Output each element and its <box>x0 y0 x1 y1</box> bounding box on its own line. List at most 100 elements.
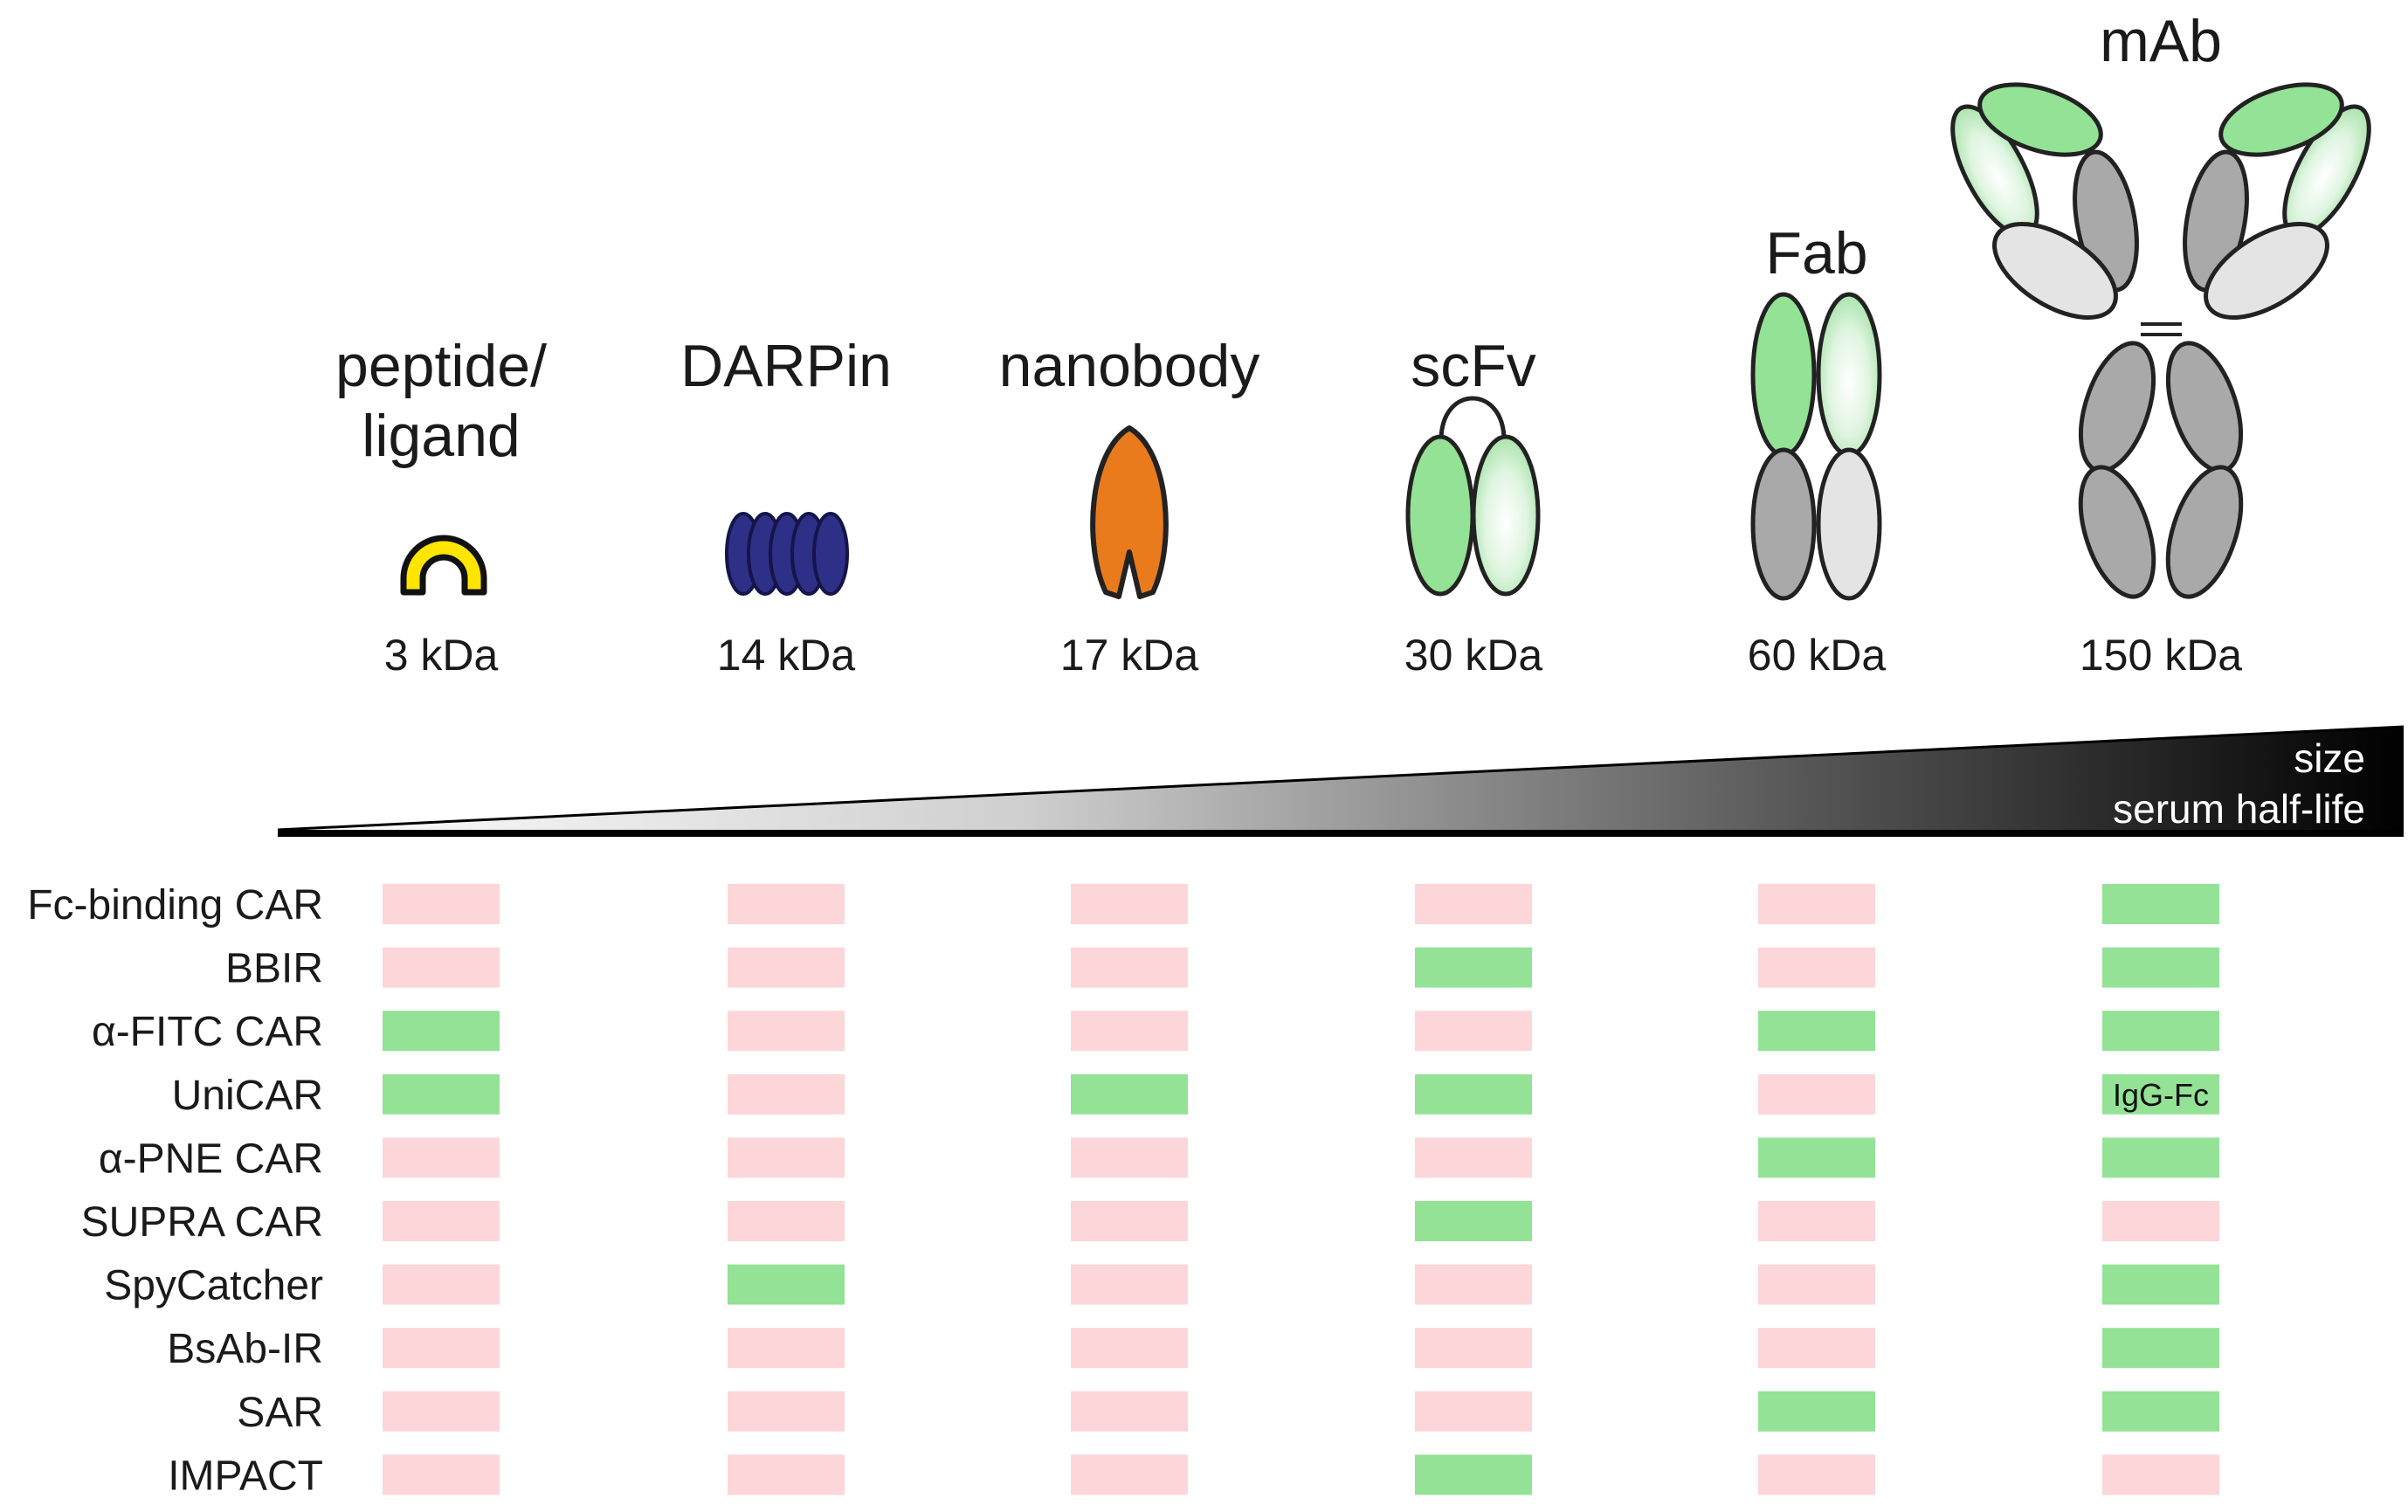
matrix-cell-compatible <box>728 1264 845 1305</box>
matrix-cell-compatible <box>2102 1264 2219 1305</box>
matrix-cell-not-compatible <box>1415 1328 1532 1369</box>
mass-darpin: 14 kDa <box>717 631 856 680</box>
row-label: BBIR <box>225 946 323 992</box>
matrix-cell-note: IgG-Fc <box>2113 1077 2209 1113</box>
matrix-cell-not-compatible <box>1071 1264 1188 1305</box>
matrix-cell-not-compatible <box>1415 884 1532 924</box>
mass-fab: 60 kDa <box>1748 631 1887 680</box>
matrix-row: Fc-binding CAR <box>27 882 2219 929</box>
row-label: α-PNE CAR <box>99 1136 323 1182</box>
matrix-cell-not-compatible <box>383 1137 500 1178</box>
matrix-cell-compatible <box>2102 1391 2219 1432</box>
matrix-cell-not-compatible <box>1758 1328 1875 1369</box>
row-label: α-FITC CAR <box>92 1009 323 1055</box>
matrix-cell-compatible <box>2102 1011 2219 1052</box>
matrix-cell-not-compatible <box>1071 947 1188 988</box>
format-name-scfv: scFv <box>1411 333 1536 399</box>
matrix-cell-not-compatible <box>1071 1011 1188 1052</box>
matrix-cell-not-compatible <box>383 947 500 988</box>
matrix-cell-not-compatible <box>1758 1074 1875 1115</box>
matrix-cell-not-compatible <box>1071 1201 1188 1241</box>
matrix-cell-compatible <box>2102 1328 2219 1369</box>
mass-peptide: 3 kDa <box>384 631 499 680</box>
matrix-cell-not-compatible <box>1071 884 1188 924</box>
matrix-row: α-FITC CAR <box>92 1009 2219 1055</box>
row-label: IMPACT <box>168 1453 323 1499</box>
matrix-row: BBIR <box>225 946 2219 992</box>
matrix-cell-not-compatible <box>2102 1201 2219 1241</box>
matrix-cell-not-compatible <box>728 1454 845 1495</box>
matrix-cell-not-compatible <box>1415 1137 1532 1178</box>
matrix-row: SpyCatcher <box>104 1263 2219 1309</box>
matrix-cell-compatible <box>383 1011 500 1052</box>
matrix-cell-compatible <box>2102 947 2219 988</box>
matrix-cell-not-compatible <box>383 1454 500 1495</box>
peptide-arc-icon <box>400 535 487 596</box>
matrix-cell-compatible <box>1758 1011 1875 1052</box>
matrix-row: SAR <box>237 1390 2219 1436</box>
matrix-cell-not-compatible <box>2102 1454 2219 1495</box>
mass-nanobody: 17 kDa <box>1060 631 1199 680</box>
gradient-label-half-life: serum half-life <box>2113 786 2365 832</box>
format-name-peptide-line1: peptide/ <box>335 333 547 399</box>
matrix-cell-not-compatible <box>1758 1201 1875 1241</box>
format-name-peptide-line2: ligand <box>362 403 521 469</box>
matrix-cell-compatible <box>1758 1137 1875 1178</box>
matrix-cell-not-compatible <box>728 884 845 924</box>
row-label: Fc-binding CAR <box>27 882 323 929</box>
format-name-mab: mAb <box>2100 8 2222 74</box>
matrix-cell-not-compatible <box>1758 1454 1875 1495</box>
size-half-life-gradient-bar: size serum half-life <box>277 725 2405 837</box>
matrix-cell-not-compatible <box>728 1137 845 1178</box>
matrix-cell-compatible <box>2102 1074 2219 1115</box>
format-name-nanobody: nanobody <box>999 333 1260 399</box>
matrix-cell-not-compatible <box>1758 1264 1875 1305</box>
matrix-cell-compatible <box>1415 1201 1532 1241</box>
matrix-cell-not-compatible <box>728 1074 845 1115</box>
matrix-cell-not-compatible <box>728 1201 845 1241</box>
matrix-cell-compatible <box>2102 1137 2219 1178</box>
matrix-row: SUPRA CAR <box>81 1199 2219 1246</box>
row-label: SUPRA CAR <box>81 1199 323 1246</box>
matrix-cell-not-compatible <box>1415 1391 1532 1432</box>
matrix-cell-compatible <box>1071 1074 1188 1115</box>
matrix-cell-not-compatible <box>1071 1328 1188 1369</box>
row-label: SpyCatcher <box>104 1263 323 1309</box>
darpin-repeat-icon <box>725 512 849 596</box>
matrix-cell-not-compatible <box>383 1328 500 1369</box>
matrix-cell-compatible <box>1415 1074 1532 1115</box>
antibody-icon <box>1950 82 2371 599</box>
matrix-cell-not-compatible <box>1071 1137 1188 1178</box>
format-masses: 3 kDa 14 kDa 17 kDa 30 kDa 60 kDa 150 kD… <box>384 631 2243 680</box>
matrix-cell-compatible <box>383 1074 500 1115</box>
format-name-darpin: DARPin <box>680 333 892 399</box>
fab-icon <box>1750 292 1882 601</box>
gradient-label-size: size <box>2294 735 2365 781</box>
scfv-icon <box>1405 396 1541 597</box>
format-name-fab: Fab <box>1765 220 1867 287</box>
matrix-cell-not-compatible <box>383 1391 500 1432</box>
matrix-cell-compatible <box>1415 1454 1532 1495</box>
matrix-cell-not-compatible <box>383 1201 500 1241</box>
matrix-cell-compatible <box>1758 1391 1875 1432</box>
matrix-cell-not-compatible <box>1415 1264 1532 1305</box>
matrix-cell-not-compatible <box>728 947 845 988</box>
mass-mab: 150 kDa <box>2080 631 2242 680</box>
matrix-cell-compatible <box>2102 884 2219 924</box>
matrix-row: IMPACT <box>168 1453 2219 1499</box>
matrix-cell-not-compatible <box>728 1011 845 1052</box>
matrix-cell-not-compatible <box>383 1264 500 1305</box>
row-label: BsAb-IR <box>167 1326 323 1372</box>
matrix-row: α-PNE CAR <box>99 1136 2219 1182</box>
matrix-cell-not-compatible <box>1071 1391 1188 1432</box>
mass-scfv: 30 kDa <box>1404 631 1543 680</box>
matrix-cell-not-compatible <box>728 1328 845 1369</box>
matrix-cell-compatible <box>1415 947 1532 988</box>
format-headers: peptide/ ligand DARPin nanobody scFv Fab… <box>335 8 2222 469</box>
matrix-cell-not-compatible <box>1758 884 1875 924</box>
matrix-cell-not-compatible <box>728 1391 845 1432</box>
